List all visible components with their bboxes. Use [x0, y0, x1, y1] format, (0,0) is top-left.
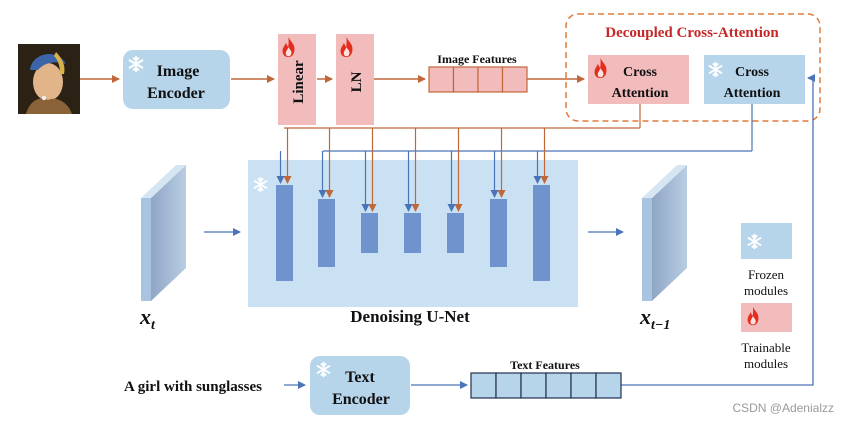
- text-feature-token: [545, 372, 572, 399]
- unet-block: [404, 213, 421, 253]
- frozen-attention-label-line1: Cross: [735, 65, 770, 80]
- text-feature-token: [595, 372, 622, 399]
- frozen-cross-attention-block: Cross Attention: [704, 55, 805, 104]
- unet-block: [490, 199, 507, 267]
- unet-blocks: [276, 185, 550, 281]
- trainable-attention-label-line1: Cross: [623, 65, 658, 80]
- image-features-tokens: [428, 66, 528, 93]
- text-features-label: Text Features: [510, 358, 580, 372]
- linear-label: Linear: [291, 60, 307, 104]
- unet-block: [447, 213, 464, 253]
- image-feature-token: [428, 66, 455, 93]
- latent-input: [141, 165, 186, 301]
- text-features-tokens: [470, 372, 622, 399]
- text-encoder-label-line2: Encoder: [332, 391, 390, 408]
- legend-frozen: Frozen modules: [741, 223, 792, 298]
- latent-output-label: xt−1: [639, 304, 670, 333]
- legend-trainable-line2: modules: [744, 356, 788, 371]
- decoupled-attention-frame: [565, 13, 821, 122]
- image-feature-token: [477, 66, 504, 93]
- decoupled-attention-title: Decoupled Cross-Attention: [605, 25, 779, 41]
- ln-block: LN: [336, 34, 374, 125]
- trainable-cross-attention-block: Cross Attention: [588, 55, 689, 104]
- image-feature-token: [452, 66, 479, 93]
- trainable-attention-label-line2: Attention: [612, 86, 669, 101]
- latent-output: [642, 165, 687, 301]
- unet-block: [533, 185, 550, 281]
- image-encoder-label-line1: Image: [157, 63, 200, 80]
- image-encoder-label-line2: Encoder: [147, 85, 205, 102]
- text-encoder-label-line1: Text: [345, 369, 375, 386]
- portrait-image: [18, 44, 80, 114]
- legend-trainable-line1: Trainable: [741, 340, 791, 355]
- image-feature-token: [501, 66, 528, 93]
- ln-label: LN: [349, 71, 365, 92]
- watermark: CSDN @Adenialzz: [732, 401, 834, 415]
- frozen-attention-label-line2: Attention: [724, 86, 781, 101]
- unet-block: [276, 185, 293, 281]
- unet-label: Denoising U-Net: [350, 307, 470, 326]
- image-features-label: Image Features: [437, 52, 517, 66]
- image-encoder-block: Image Encoder: [123, 50, 230, 109]
- legend-trainable: Trainable modules: [741, 303, 792, 371]
- linear-block: Linear: [278, 34, 316, 125]
- text-feature-token: [520, 372, 547, 399]
- text-feature-token: [495, 372, 522, 399]
- text-prompt: A girl with sunglasses: [124, 379, 262, 395]
- unet-block: [361, 213, 378, 253]
- text-feature-token: [470, 372, 497, 399]
- latent-input-label: xt: [139, 304, 156, 333]
- legend-frozen-line1: Frozen: [748, 267, 785, 282]
- text-encoder-block: Text Encoder: [310, 356, 410, 415]
- legend-frozen-line2: modules: [744, 283, 788, 298]
- text-feature-token: [570, 372, 597, 399]
- unet-condition-arrows: [276, 128, 549, 212]
- unet-block: [318, 199, 335, 267]
- arrow-text-features-to-attention: [621, 74, 815, 386]
